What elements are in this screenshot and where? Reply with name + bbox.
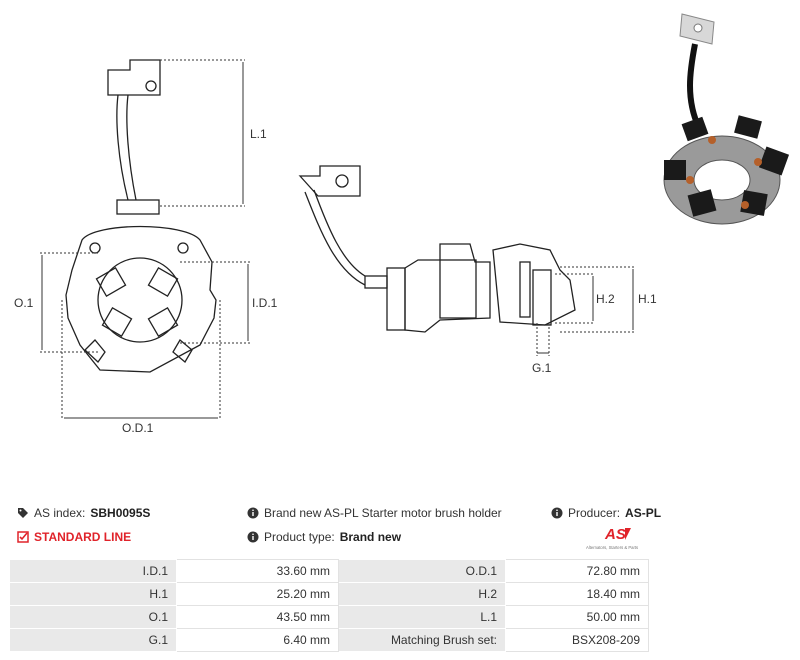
description: Brand new AS-PL Starter motor brush hold… (247, 506, 502, 520)
as-index-label: AS index: (34, 506, 86, 520)
spec-value: BSX208-209 (505, 628, 649, 652)
spec-value: 33.60 mm (176, 559, 339, 583)
dim-id1: I.D.1 (252, 296, 278, 310)
product-info: AS index: SBH0095S STANDARD LINE Brand n… (0, 500, 800, 555)
table-row: O.1 43.50 mm L.1 50.00 mm (9, 605, 649, 629)
spec-key: O.D.1 (338, 559, 506, 583)
front-view (65, 59, 217, 373)
producer: Producer: AS-PL (551, 506, 661, 520)
as-index-value: SBH0095S (90, 506, 151, 520)
spec-key: H.2 (338, 582, 506, 606)
info-icon (247, 531, 259, 543)
tag-icon (17, 507, 29, 519)
specs-table: I.D.1 33.60 mm O.D.1 72.80 mm H.1 25.20 … (9, 559, 649, 652)
dim-l1: L.1 (250, 127, 267, 141)
product-photo (663, 13, 790, 225)
spec-value: 18.40 mm (505, 582, 649, 606)
spec-key: Matching Brush set: (338, 628, 506, 652)
logo-tagline: Alternators, Starters & Parts (586, 545, 638, 550)
spec-value: 6.40 mm (176, 628, 339, 652)
spec-value: 43.50 mm (176, 605, 339, 629)
info-icon (247, 507, 259, 519)
product-type-label: Product type: (264, 530, 335, 544)
product-type-value: Brand new (339, 530, 402, 544)
front-dimension-arrows (41, 62, 249, 419)
table-row: H.1 25.20 mm H.2 18.40 mm (9, 582, 649, 606)
description-text: Brand new AS-PL Starter motor brush hold… (264, 506, 502, 520)
standard-line-label: STANDARD LINE (34, 530, 132, 544)
side-dimension-arrows (537, 269, 634, 354)
producer-label: Producer: (568, 506, 621, 520)
dim-od1: O.D.1 (122, 421, 154, 435)
spec-key: O.1 (9, 605, 177, 629)
product-type: Product type: Brand new (247, 530, 401, 544)
dim-h2: H.2 (596, 292, 615, 306)
as-pl-logo: AS Alternators, Starters & Parts (586, 526, 638, 550)
dim-h1: H.1 (638, 292, 657, 306)
dim-g1: G.1 (532, 361, 552, 375)
spec-key: H.1 (9, 582, 177, 606)
as-index: AS index: SBH0095S (17, 506, 150, 520)
table-row: I.D.1 33.60 mm O.D.1 72.80 mm (9, 559, 649, 583)
spec-key: G.1 (9, 628, 177, 652)
info-icon (551, 507, 563, 519)
logo-mark: AS (604, 526, 626, 543)
spec-value: 50.00 mm (505, 605, 649, 629)
dim-o1: O.1 (14, 296, 34, 310)
side-dimension-lines (536, 266, 635, 356)
spec-value: 25.20 mm (176, 582, 339, 606)
checkbox-checked-icon (17, 531, 29, 543)
front-dimension-lines (40, 59, 250, 420)
spec-key: L.1 (338, 605, 506, 629)
technical-drawing: L.1 O.1 I.D.1 O.D.1 H.2 H.1 G.1 (14, 13, 790, 435)
spec-value: 72.80 mm (505, 559, 649, 583)
producer-value: AS-PL (625, 506, 662, 520)
standard-line: STANDARD LINE (17, 530, 131, 544)
table-row: G.1 6.40 mm Matching Brush set: BSX208-2… (9, 628, 649, 652)
side-view (298, 165, 576, 333)
spec-key: I.D.1 (9, 559, 177, 583)
